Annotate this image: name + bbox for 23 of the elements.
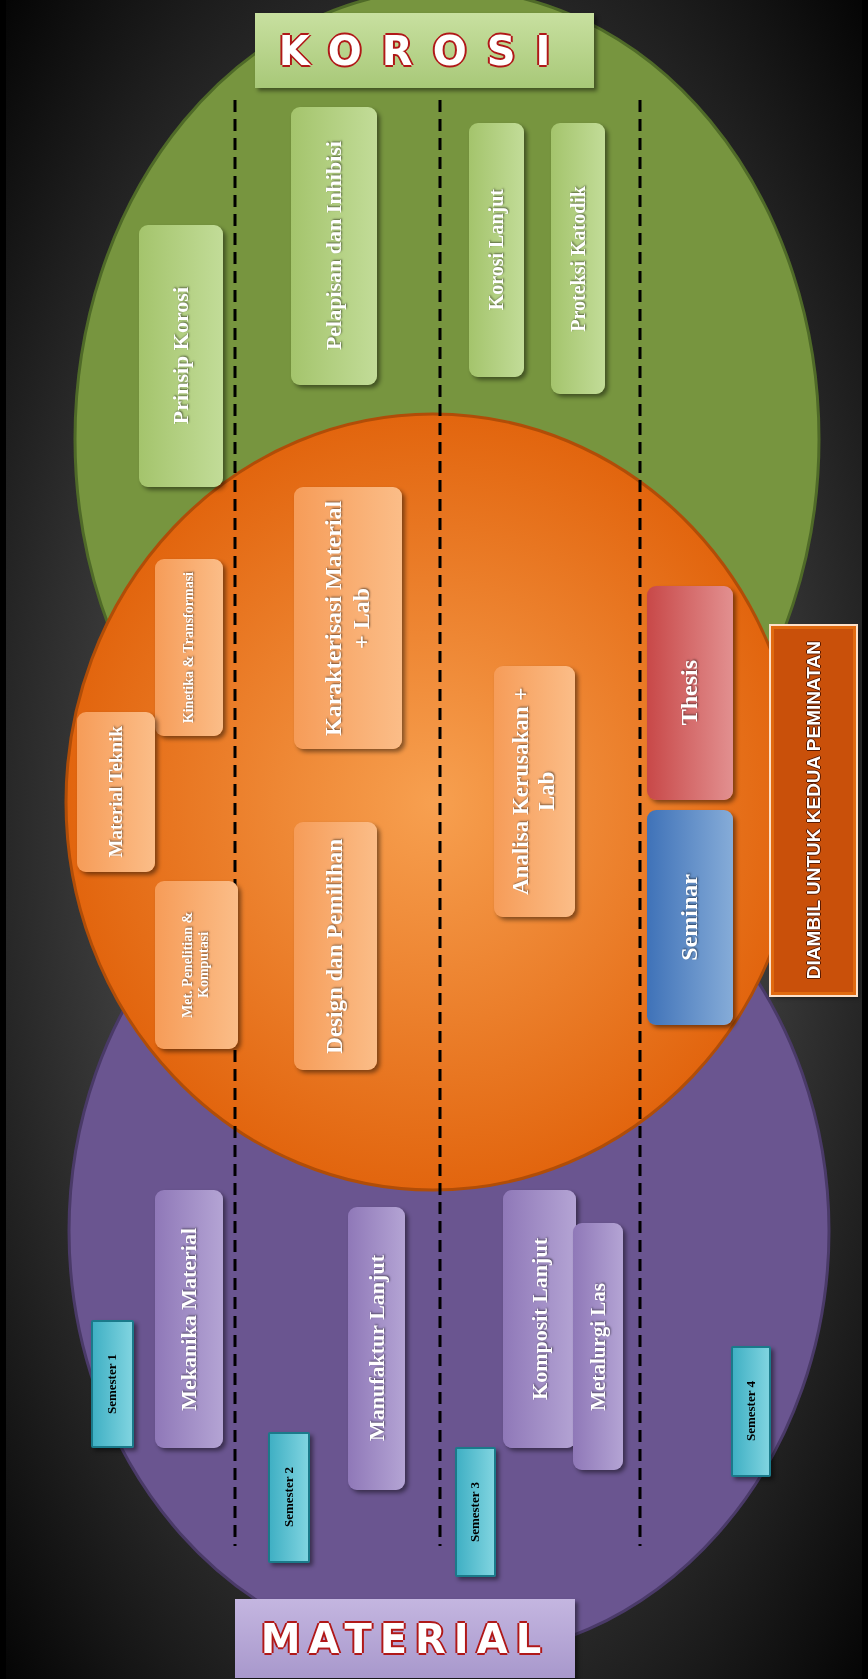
- semester-tag: Semester 2: [268, 1432, 310, 1563]
- course-box: Kinetika & Transformasi: [155, 559, 223, 736]
- heading-banner: KOROSI: [255, 13, 594, 88]
- course-box: Manufaktur Lanjut: [348, 1207, 405, 1490]
- note-banner: DIAMBIL UNTUK KEDUA PEMINATAN: [771, 626, 856, 995]
- course-box: Metalurgi Las: [573, 1223, 623, 1470]
- course-box: Korosi Lanjut: [469, 123, 524, 377]
- semester-tag: Semester 1: [91, 1320, 134, 1448]
- course-box: Proteksi Katodik: [551, 123, 605, 394]
- course-box: Komposit Lanjut: [503, 1190, 576, 1448]
- course-box: Mekanika Material: [155, 1190, 223, 1448]
- heading-banner: MATERIAL: [235, 1599, 575, 1678]
- course-box: Thesis: [647, 586, 733, 800]
- course-box: Karakterisasi Material + Lab: [294, 487, 402, 749]
- course-box: Met. Penelitian & Komputasi: [155, 881, 238, 1049]
- semester-tag: Semester 3: [455, 1447, 496, 1577]
- course-box: Pelapisan dan Inhibisi: [291, 107, 377, 385]
- course-box: Prinsip Korosi: [139, 225, 223, 487]
- course-box: Seminar: [647, 810, 733, 1025]
- course-box: Analisa Kerusakan + Lab: [494, 666, 575, 917]
- semester-tag: Semester 4: [731, 1346, 771, 1477]
- course-box: Material Teknik: [77, 712, 155, 872]
- course-box: Design dan Pemilihan: [294, 822, 377, 1070]
